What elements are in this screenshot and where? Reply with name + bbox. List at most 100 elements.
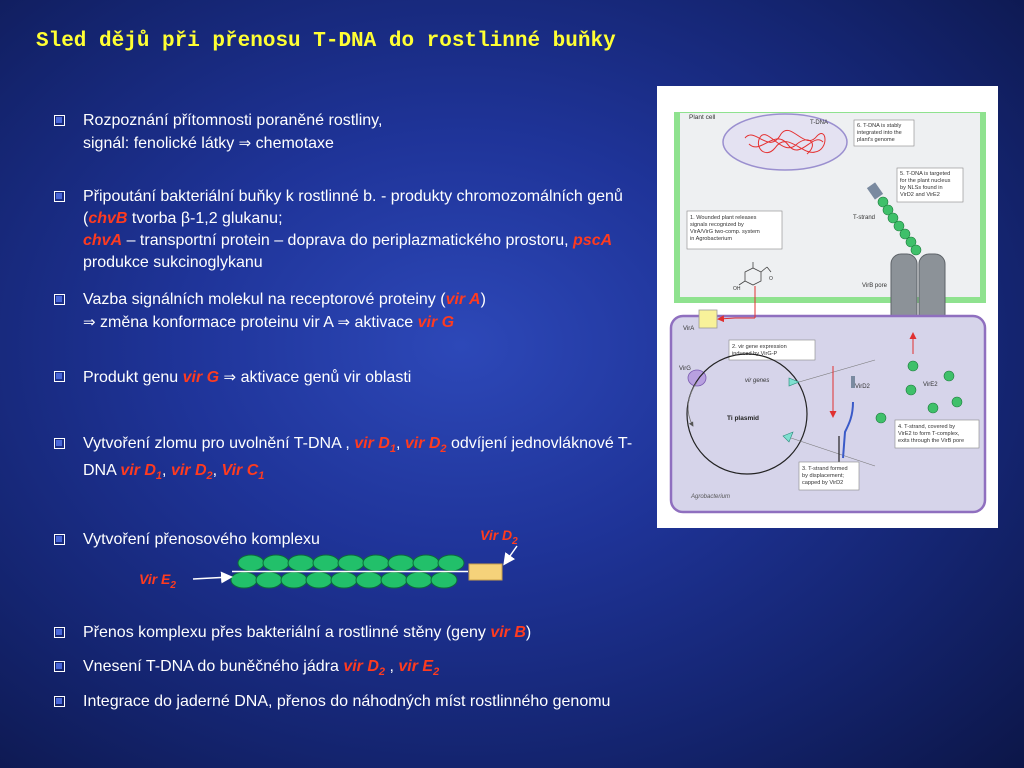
vire2-beads-top-row xyxy=(237,554,465,572)
slide-title: Sled dějů při přenosu T-DNA do rostlinné… xyxy=(36,30,616,53)
double-arrow-icon: ⇒ xyxy=(337,313,351,331)
bullet-text: odvíjení jednovláknové T-DNA xyxy=(83,435,633,480)
gene-vird1: vir D1 xyxy=(354,435,396,456)
gene-vird2: vir D2 xyxy=(343,658,386,679)
bullet-checkbox-icon xyxy=(54,696,65,707)
step1-box xyxy=(686,210,783,250)
double-arrow-icon: ⇒ xyxy=(223,368,237,386)
bullet-text: Vytvoření přenosového komplexu xyxy=(83,531,320,548)
agrobacterium-cell xyxy=(669,314,987,514)
svg-text:OH: OH xyxy=(733,286,741,292)
svg-text:T-strand: T-strand xyxy=(853,215,875,221)
bullet-text: aktivace genů vir oblasti xyxy=(236,369,412,386)
bullet-text: Integrace do jaderné DNA, přenos do náho… xyxy=(83,693,611,710)
bullet-integration: Integrace do jaderné DNA, přenos do náho… xyxy=(54,691,814,713)
gene-vird2: vir D2 xyxy=(404,435,447,456)
bullet-text: Připoutání bakteriální buňky k rostlinné… xyxy=(83,188,623,227)
bullet-checkbox-icon xyxy=(54,294,65,305)
bullet-text: aktivace xyxy=(350,314,418,331)
gene-virc1: Vir C1 xyxy=(221,462,265,483)
gene-vira: vir A xyxy=(445,291,481,308)
gene-vire2: vir E2 xyxy=(398,658,440,679)
bullet-checkbox-icon xyxy=(54,534,65,545)
bullet-transfer-complex: Vytvoření přenosového komplexu xyxy=(54,529,454,551)
step4-box xyxy=(894,419,980,449)
gene-virg: vir G xyxy=(182,369,220,386)
separator: , xyxy=(395,435,401,452)
gene-virg: vir G xyxy=(417,314,455,331)
gene-psca: pscA xyxy=(573,232,613,249)
bullet-nucleus-import: Vnesení T-DNA do buněčného jádra vir D2 … xyxy=(54,656,644,683)
bullet-text: ) xyxy=(525,624,532,641)
bullet-text: Rozpoznání přítomnosti poraněné rostliny… xyxy=(83,112,383,129)
bullet-text: chemotaxe xyxy=(251,135,334,152)
bullet-text: produkce sukcinoglykanu xyxy=(83,254,263,271)
double-arrow-icon: ⇒ xyxy=(238,134,252,152)
separator: , xyxy=(385,658,399,675)
svg-text:Ti plasmid: Ti plasmid xyxy=(727,415,759,422)
bullet-text: Vnesení T-DNA do buněčného jádra xyxy=(83,658,344,675)
vira-receptor xyxy=(698,309,718,329)
vird2-marker xyxy=(851,376,855,388)
svg-text:VirB pore: VirB pore xyxy=(862,283,888,289)
label-vire2: Vir E2 xyxy=(139,571,176,591)
bullet-checkbox-icon xyxy=(54,371,65,382)
bullet-text: ) xyxy=(480,291,486,308)
svg-text:VirG: VirG xyxy=(679,366,691,372)
bullet-recognition: Rozpoznání přítomnosti poraněné rostliny… xyxy=(54,110,644,155)
vire2-beads-plant xyxy=(877,196,922,256)
gene-chvb: chvB xyxy=(88,210,128,227)
bullet-wall-transfer: Přenos komplexu přes bakteriální a rostl… xyxy=(54,622,644,644)
separator: , xyxy=(212,462,222,480)
bullet-checkbox-icon xyxy=(54,438,65,449)
gene-vird1: vir D1 xyxy=(120,462,163,483)
vird2-cap xyxy=(468,563,503,581)
vird2-cap-plant xyxy=(866,182,884,200)
bullet-text: změna konformace proteinu vir A xyxy=(95,314,338,331)
bullet-virg-product: Produkt genu vir G ⇒ aktivace genů vir o… xyxy=(54,366,644,389)
svg-text:vir genes: vir genes xyxy=(745,378,769,384)
svg-text:T-DNA: T-DNA xyxy=(810,120,828,126)
bullet-text: – transportní protein – doprava do perip… xyxy=(122,232,574,249)
t-strand-line xyxy=(842,401,854,459)
svg-text:O: O xyxy=(769,276,773,282)
vire2-free-proteins xyxy=(875,360,963,424)
bullet-text: Vytvoření zlomu pro uvolnění T-DNA , xyxy=(83,435,355,452)
bullet-nick-formation: Vytvoření zlomu pro uvolnění T-DNA , vir… xyxy=(54,433,644,487)
bullet-checkbox-icon xyxy=(54,627,65,638)
bullet-text: tvorba xyxy=(127,210,181,227)
step2-box xyxy=(728,339,816,361)
svg-text:VirA: VirA xyxy=(683,326,694,332)
vire2-beads-bottom-row xyxy=(230,571,458,589)
bullet-checkbox-icon xyxy=(54,661,65,672)
beta-symbol: β xyxy=(180,210,191,227)
bullet-receptor-binding: Vazba signálních molekul na receptorové … xyxy=(54,289,644,334)
label-vird2: Vir D2 xyxy=(480,527,518,547)
bullet-text: Přenos komplexu přes bakteriální a rostl… xyxy=(83,624,491,641)
bullet-text: signál: fenolické látky xyxy=(83,135,239,152)
svg-text:VirD2: VirD2 xyxy=(855,384,871,390)
bullet-text: Produkt genu xyxy=(83,369,183,386)
step6-box xyxy=(853,119,915,147)
label-plant-cell: Plant cell xyxy=(689,114,716,121)
phenolic-molecule-icon xyxy=(738,262,772,286)
bullet-checkbox-icon xyxy=(54,115,65,126)
svg-text:VirE2: VirE2 xyxy=(923,382,938,388)
step3-box xyxy=(798,461,860,491)
separator: , xyxy=(162,462,171,480)
gene-virb: vir B xyxy=(490,624,526,641)
gene-chva: chvA xyxy=(83,232,123,249)
ti-plasmid-circle xyxy=(686,353,808,475)
tdna-scribble xyxy=(744,129,826,155)
bullet-checkbox-icon xyxy=(54,191,65,202)
bullet-attachment: Připoutání bakteriální buňky k rostlinné… xyxy=(54,186,644,274)
gene-vird2: vir D2 xyxy=(170,462,213,483)
label-agrobacterium: Agrobacterium xyxy=(690,494,730,500)
